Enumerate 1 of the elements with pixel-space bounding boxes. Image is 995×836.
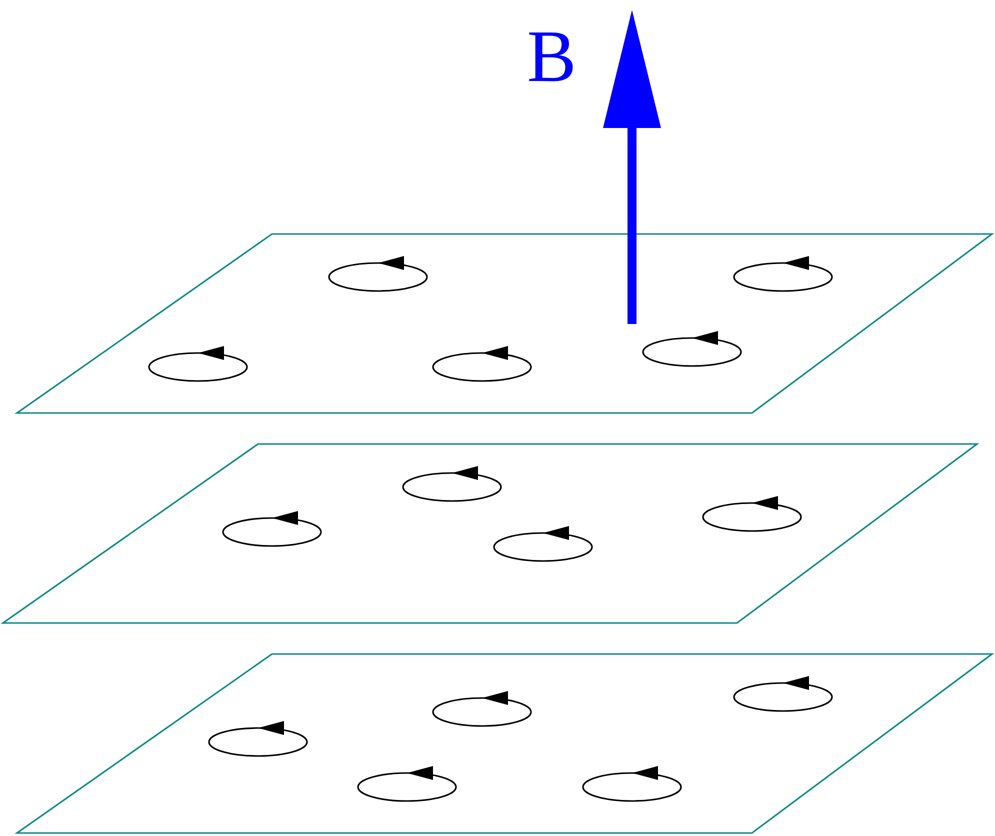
field-symbol: B xyxy=(527,20,576,94)
